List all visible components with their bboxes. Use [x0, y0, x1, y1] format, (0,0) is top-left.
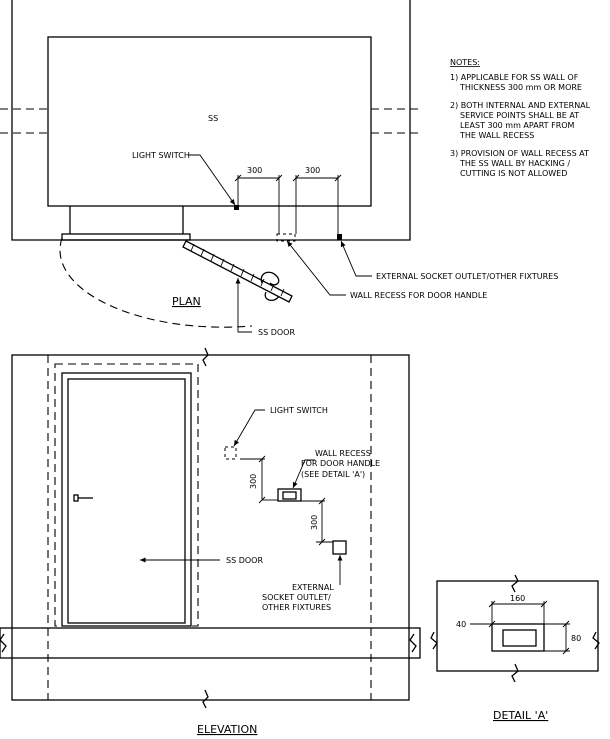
- plan-dim-1: 300: [247, 166, 262, 175]
- elevation-wall-recess-label-1: WALL RECESS: [315, 449, 371, 458]
- note-2-line-1: 2) BOTH INTERNAL AND EXTERNAL: [450, 101, 591, 110]
- plan-light-switch-marker: [234, 205, 239, 210]
- plan-door-leaf: [182, 240, 293, 303]
- detail-a-title: DETAIL 'A': [493, 709, 548, 722]
- elevation-ss-door-label: SS DOOR: [226, 556, 263, 565]
- elevation-door-leaf: [67, 378, 186, 624]
- elevation-view: LIGHT SWITCH 300 WALL RECESS FOR DOOR HA…: [0, 347, 421, 736]
- plan-room-label: SS: [208, 114, 218, 123]
- elevation-socket-label-3: OTHER FIXTURES: [262, 603, 331, 612]
- note-2-line-4: THE WALL RECESS: [459, 131, 534, 140]
- note-2-line-2: SERVICE POINTS SHALL BE AT: [460, 111, 579, 120]
- elevation-socket: [332, 540, 347, 555]
- plan-light-switch-label: LIGHT SWITCH: [132, 151, 190, 160]
- note-3-line-1: 3) PROVISION OF WALL RECESS AT: [450, 149, 589, 158]
- plan-view: 300 300 SS LIGHT SWITCH EXTERNAL SOCKET …: [0, 0, 558, 337]
- elevation-title: ELEVATION: [197, 723, 257, 736]
- note-1-line-2: THICKNESS 300 mm OR MORE: [459, 83, 582, 92]
- note-1-line-1: 1) APPLICABLE FOR SS WALL OF: [450, 73, 579, 82]
- note-3-line-2: THE SS WALL BY HACKING /: [459, 159, 570, 168]
- plan-external-socket-label: EXTERNAL SOCKET OUTLET/OTHER FIXTURES: [376, 272, 558, 281]
- detail-a-recess: [491, 623, 545, 652]
- plan-room: [47, 36, 372, 207]
- note-2-line-3: LEAST 300 mm APART FROM: [460, 121, 575, 130]
- plan-wall-recess: [276, 233, 296, 242]
- elevation-floor-slab: [0, 627, 421, 659]
- detail-a-dim-height: 80: [571, 634, 581, 643]
- detail-a-view: 160 40 80 DETAIL 'A': [430, 574, 600, 722]
- elevation-door-frame: [61, 372, 192, 627]
- elevation-socket-label-1: EXTERNAL: [292, 583, 334, 592]
- elevation-dim-1: 300: [249, 474, 258, 489]
- plan-ss-door-label: SS DOOR: [258, 328, 295, 337]
- elevation-wall-outline: [11, 354, 410, 701]
- plan-title: PLAN: [172, 295, 201, 308]
- elevation-wall-recess-label-3: (SEE DETAIL 'A'): [301, 470, 365, 479]
- elevation-light-switch: [224, 446, 237, 460]
- note-3-line-3: CUTTING IS NOT ALLOWED: [460, 169, 567, 178]
- elevation-socket-label-2: SOCKET OUTLET/: [262, 593, 331, 602]
- plan-outer-wall: [11, 0, 411, 241]
- elevation-door-handle: [73, 494, 93, 502]
- plan-dim-2: 300: [305, 166, 320, 175]
- notes-block: NOTES: 1) APPLICABLE FOR SS WALL OF THIC…: [450, 58, 591, 178]
- detail-a-dim-width: 160: [510, 594, 525, 603]
- elevation-wall-recess: [277, 488, 302, 502]
- plan-door-frame: [61, 233, 191, 241]
- plan-wall-recess-label: WALL RECESS FOR DOOR HANDLE: [350, 291, 487, 300]
- elevation-dim-2: 300: [310, 515, 319, 530]
- elevation-wall-recess-label-2: FOR DOOR HANDLE: [301, 459, 380, 468]
- plan-door-swing: [59, 237, 253, 328]
- detail-a-dim-left: 40: [456, 620, 466, 629]
- plan-socket-marker: [337, 234, 342, 240]
- elevation-door-frame-outer: [54, 363, 199, 627]
- elevation-light-switch-label: LIGHT SWITCH: [270, 406, 328, 415]
- notes-heading: NOTES:: [450, 58, 480, 67]
